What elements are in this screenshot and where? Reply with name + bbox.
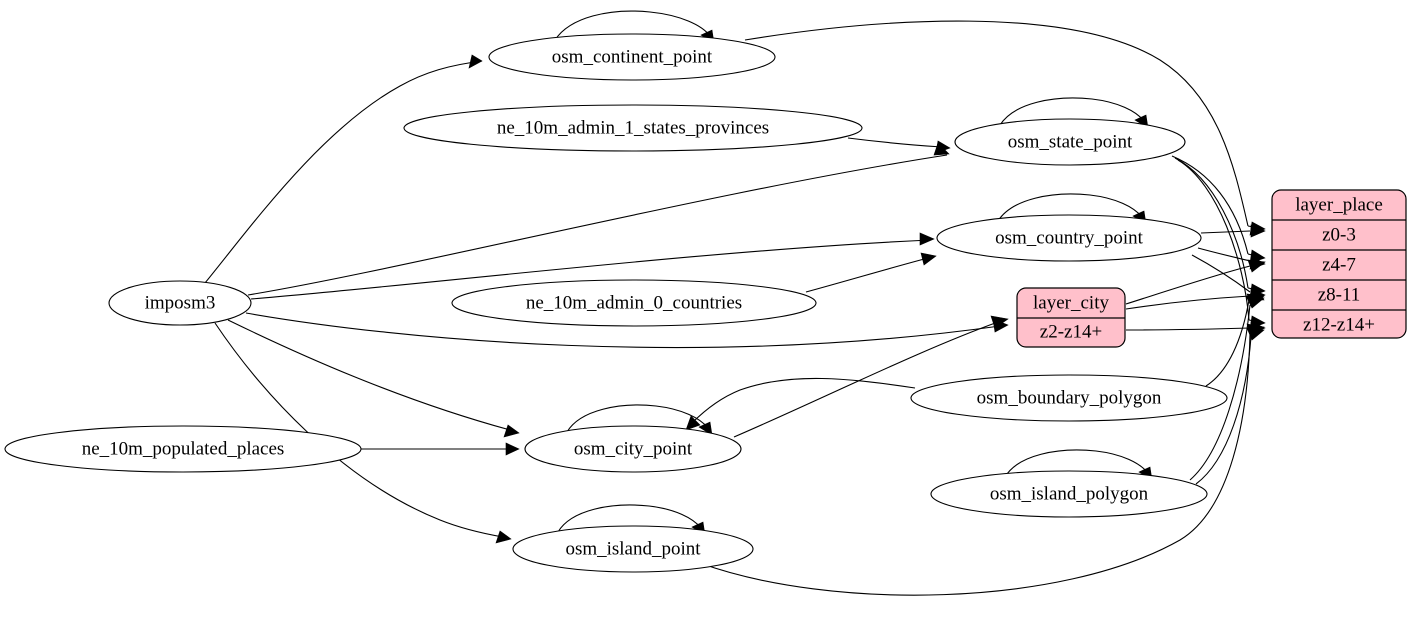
edge-osm_country_point-to-layer_place_z4_7 [1197,247,1251,262]
edge-osm_city_point-to-layer_city [733,321,999,438]
node-shape-ne_10m_admin_1_states_provinces[interactable] [403,104,863,152]
edge-osm_country_point-to-layer_place_z0_3 [1200,230,1251,234]
edge-ne_10m_admin_0_countries-to-osm_country_point [805,257,929,293]
edge-osm_island_polygon-to-layer_place_z8_11 [1189,304,1251,481]
node-label-osm_island_point: osm_island_point [565,538,701,559]
node-shape-ne_10m_populated_places[interactable] [4,425,362,473]
arrowhead-layer_city-z4_7 [1247,259,1266,273]
record-row-layer_place-z0-3[interactable]: z0-3 [1322,224,1356,245]
node-label-osm_continent_point: osm_continent_point [552,46,713,67]
edge-ne_10m_admin_1_states_provinces-to-osm_state_point [847,137,943,148]
record-row-layer_city-title: layer_city [1033,292,1109,313]
node-label-ne_10m_admin_0_countries: ne_10m_admin_0_countries [526,292,742,313]
edge-self-osm_city_point [566,404,709,433]
arrowhead-imposm3-osm_country_point [919,232,935,246]
edge-osm_island_point-to-layer_place_z12_z14 [699,333,1251,596]
edge-layer_city-to-layer_place_z12_z14 [1125,327,1251,331]
node-label-imposm3: imposm3 [145,292,216,313]
record-box-layer_place[interactable] [1271,189,1407,339]
edge-imposm3-to-osm_continent_point [204,60,483,284]
node-ne_10m_populated_places[interactable]: ne_10m_populated_places [4,425,362,473]
edge-layer_city-to-layer_place_z4_7 [1125,265,1251,305]
node-osm_country_point[interactable]: osm_country_point [936,214,1202,262]
node-osm_city_point[interactable]: osm_city_point [524,425,742,473]
arrowhead-boundary-city [685,415,701,431]
arrowhead-self-osm_city_point [698,421,713,436]
node-label-osm_boundary_polygon: osm_boundary_polygon [977,387,1162,408]
edge-osm_country_point-to-layer_place_z8_11 [1191,254,1251,293]
edge-osm_state_point-to-layer_place_z8_11 [1174,157,1249,289]
node-osm_continent_point[interactable]: osm_continent_point [488,33,776,81]
arrowhead-city-layer_city [990,315,1009,329]
node-label-ne_10m_populated_places: ne_10m_populated_places [82,438,285,459]
edge-layer [204,10,1266,596]
node-shape-osm_boundary_polygon[interactable] [910,374,1228,422]
edge-osm_boundary_polygon-to-osm_city_point [691,377,916,424]
edge-self-osm_island_point [557,504,702,533]
node-layer: imposm3 ne_10m_populated_places osm_cont… [4,33,1228,573]
node-osm_island_polygon[interactable]: osm_island_polygon [930,470,1208,518]
node-ne_10m_admin_1_states_provinces[interactable]: ne_10m_admin_1_states_provinces [403,104,863,152]
arrowhead-country-z0_3 [1250,224,1266,238]
record-row-layer_place-title: layer_place [1295,194,1383,215]
node-label-osm_island_polygon: osm_island_polygon [990,483,1149,504]
node-label-osm_city_point: osm_city_point [574,438,693,459]
edge-osm_continent_point-to-layer_place_z0_3 [744,20,1249,227]
arrowhead-nepop-osm_city_point [505,442,520,456]
edge-layer_city-to-layer_place_z8_11 [1125,295,1251,310]
arrowhead-imposm3-osm_city_point [503,424,520,438]
record-node-layer: layer_place z0-3 z4-7 z8-11 z12-z14+ lay… [1016,189,1407,348]
arrowhead-ne0-osm_country_point [920,252,937,266]
edge-self-osm_state_point [999,97,1145,126]
node-label-osm_country_point: osm_country_point [995,227,1143,248]
edge-self-osm_continent_point [554,10,711,41]
arrowhead-imposm3-osm_continent_point [468,54,483,69]
node-shape-osm_country_point[interactable] [936,214,1202,262]
node-ne_10m_admin_0_countries[interactable]: ne_10m_admin_0_countries [451,279,817,327]
arrowhead-imposm3-osm_island_point [495,530,512,544]
edge-imposm3-to-osm_city_point [227,319,511,431]
edge-imposm3-to-layer_city [245,312,1001,348]
node-label-osm_state_point: osm_state_point [1008,131,1133,152]
record-node-layer_city[interactable]: layer_city z2-z14+ [1016,287,1126,348]
node-shape-imposm3[interactable] [108,280,252,326]
node-shape-osm_continent_point[interactable] [488,33,776,81]
edge-imposm3-to-osm_state_point [247,154,948,296]
record-node-layer_place[interactable]: layer_place z0-3 z4-7 z8-11 z12-z14+ [1271,189,1407,339]
node-shape-osm_island_polygon[interactable] [930,470,1208,518]
edge-imposm3-to-osm_country_point [250,239,931,300]
record-row-layer_city-z2-z14[interactable]: z2-z14+ [1040,321,1102,342]
node-osm_boundary_polygon[interactable]: osm_boundary_polygon [910,374,1228,422]
edge-self-osm_country_point [997,193,1143,222]
edge-osm_island_polygon-to-layer_place_z12_z14 [1195,336,1252,485]
arrowhead-layer_city-z8_11 [1250,288,1266,302]
edge-osm_state_point-to-layer_place_z12_z14 [1177,159,1250,321]
node-osm_island_point[interactable]: osm_island_point [512,525,754,573]
record-row-layer_place-z12-z14[interactable]: z12-z14+ [1303,314,1375,335]
node-imposm3[interactable]: imposm3 [108,280,252,326]
node-shape-osm_island_point[interactable] [512,525,754,573]
edge-osm_state_point-to-layer_place_z4_7 [1171,155,1249,255]
edge-imposm3-to-osm_island_point [214,322,504,538]
arrowhead-layer_city-z12_z14 [1250,321,1266,335]
node-label-ne_10m_admin_1_states_provinces: ne_10m_admin_1_states_provinces [497,117,769,138]
edge-self-osm_island_polygon [1004,449,1149,478]
record-row-layer_place-z8-11[interactable]: z8-11 [1318,284,1361,305]
edge-osm_boundary_polygon-to-layer_place_z8_11 [1205,299,1250,387]
record-row-layer_place-z4-7[interactable]: z4-7 [1322,254,1356,275]
node-osm_state_point[interactable]: osm_state_point [954,118,1186,166]
arrowhead-ne1-osm_state_point [935,140,951,154]
node-shape-osm_city_point[interactable] [524,425,742,473]
edge-osm_state_point-z8_11-tail [1247,287,1265,292]
node-shape-osm_state_point[interactable] [954,118,1186,166]
edge-osm_state_point-z4_7-tail [1247,253,1265,259]
edge-osm_state_point-z12_z14-tail [1248,319,1265,324]
node-shape-ne_10m_admin_0_countries[interactable] [451,279,817,327]
